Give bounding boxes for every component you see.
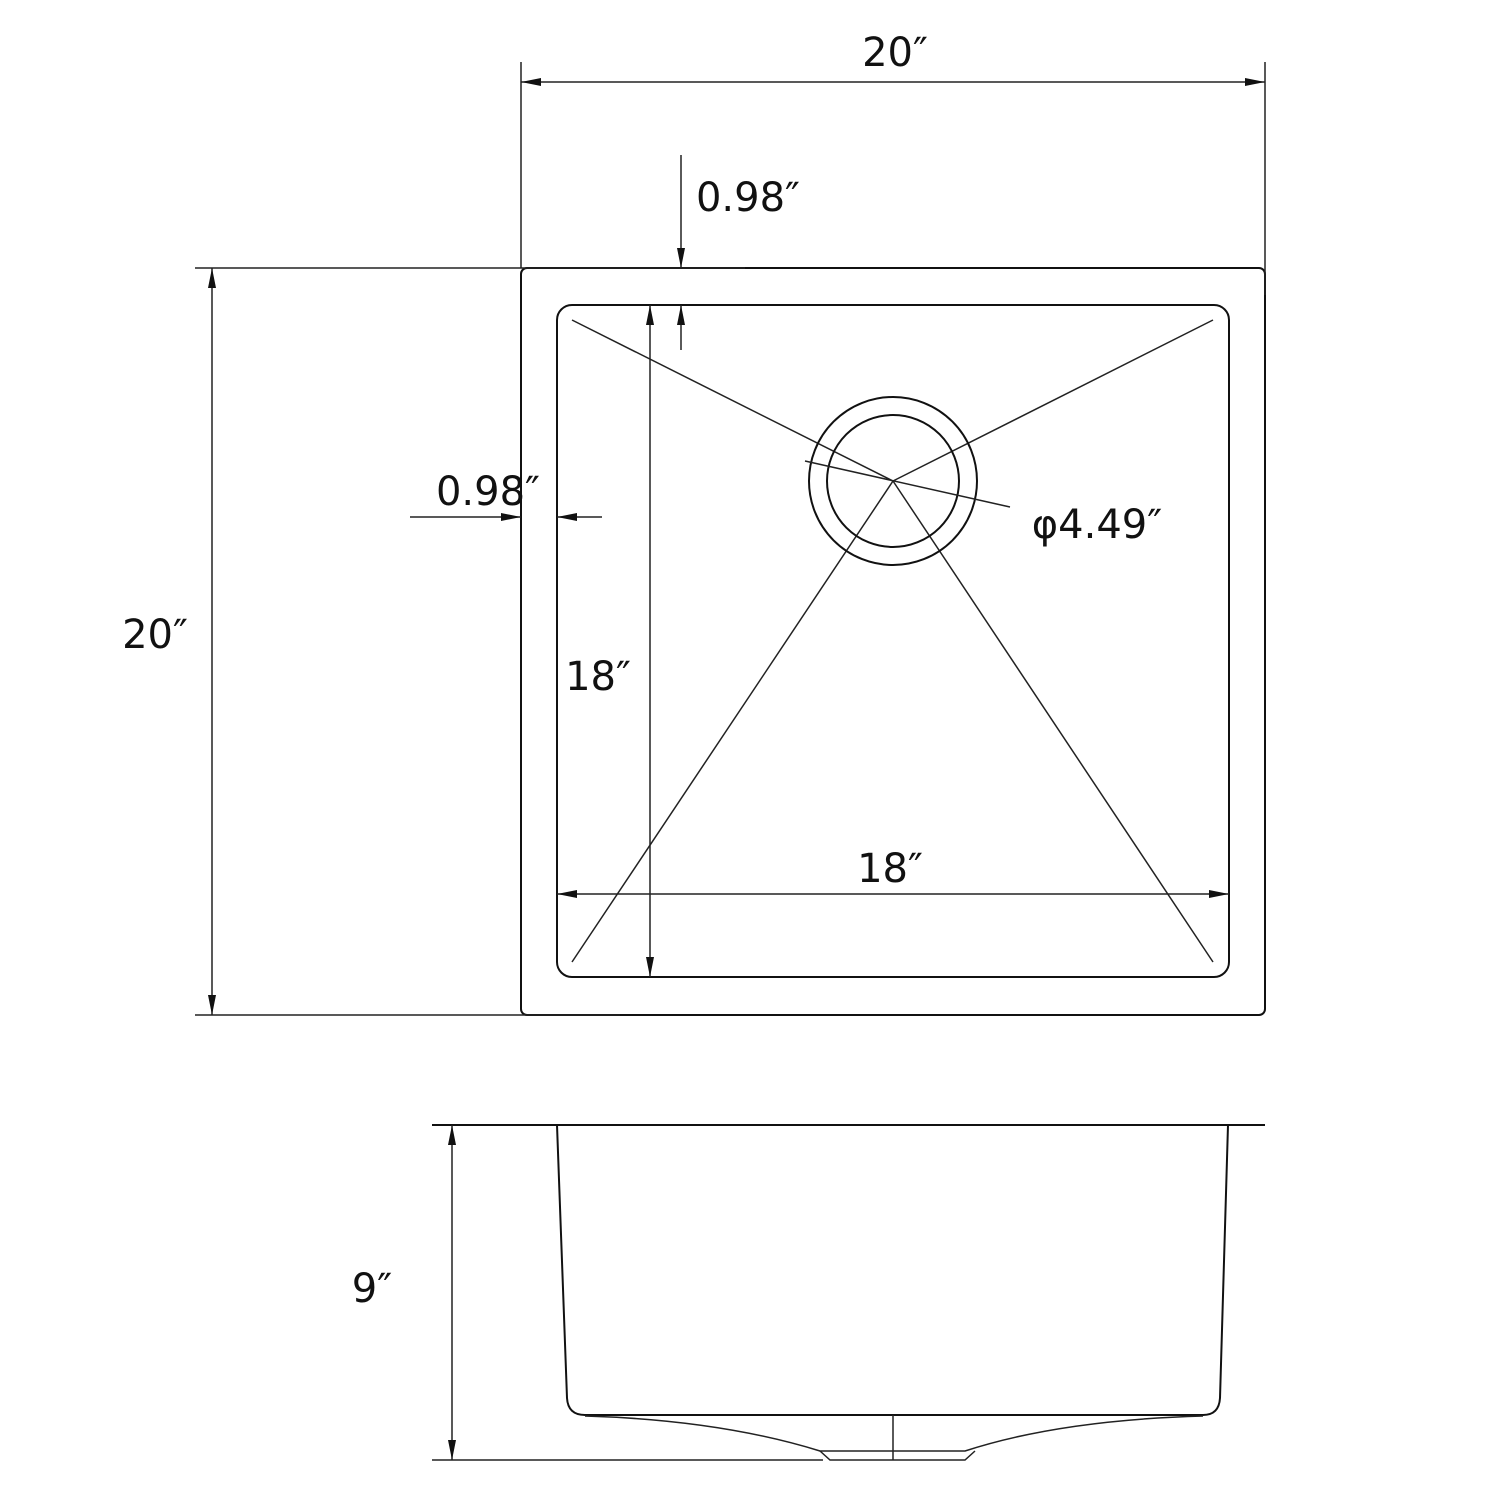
sink-outer-rim — [520, 267, 1266, 1016]
overall-width-label: 20″ — [862, 30, 928, 76]
drain-diameter-label: φ4.49″ — [1032, 502, 1162, 548]
drain-outlet — [819, 1450, 976, 1461]
dimension-overall-width: 20″ — [520, 30, 1266, 295]
dimension-bowl-length: 18″ — [565, 305, 654, 977]
dimension-bowl-width: 18″ — [557, 846, 1229, 898]
bowl-length-label: 18″ — [565, 654, 631, 700]
overall-length-label: 20″ — [122, 612, 188, 658]
rim-top-label: 0.98″ — [696, 175, 800, 221]
dimension-overall-length: 20″ — [122, 267, 745, 1016]
dimension-rim-left: 0.98″ — [410, 469, 602, 521]
top-view — [520, 267, 1266, 1016]
drain-outer — [808, 396, 978, 566]
dimension-depth: 9″ — [352, 1125, 456, 1460]
drain-inner — [826, 414, 960, 548]
bowl-width-label: 18″ — [857, 846, 923, 892]
side-view — [432, 1124, 1265, 1461]
rim-left-label: 0.98″ — [436, 469, 540, 515]
bowl-profile — [556, 1124, 1229, 1416]
depth-label: 9″ — [352, 1266, 392, 1312]
sink-bowl-inner — [556, 304, 1230, 978]
dimension-rim-top: 0.98″ — [677, 155, 800, 350]
drain-leader-line — [804, 460, 1011, 508]
bowl-slope-lines — [571, 319, 1214, 963]
